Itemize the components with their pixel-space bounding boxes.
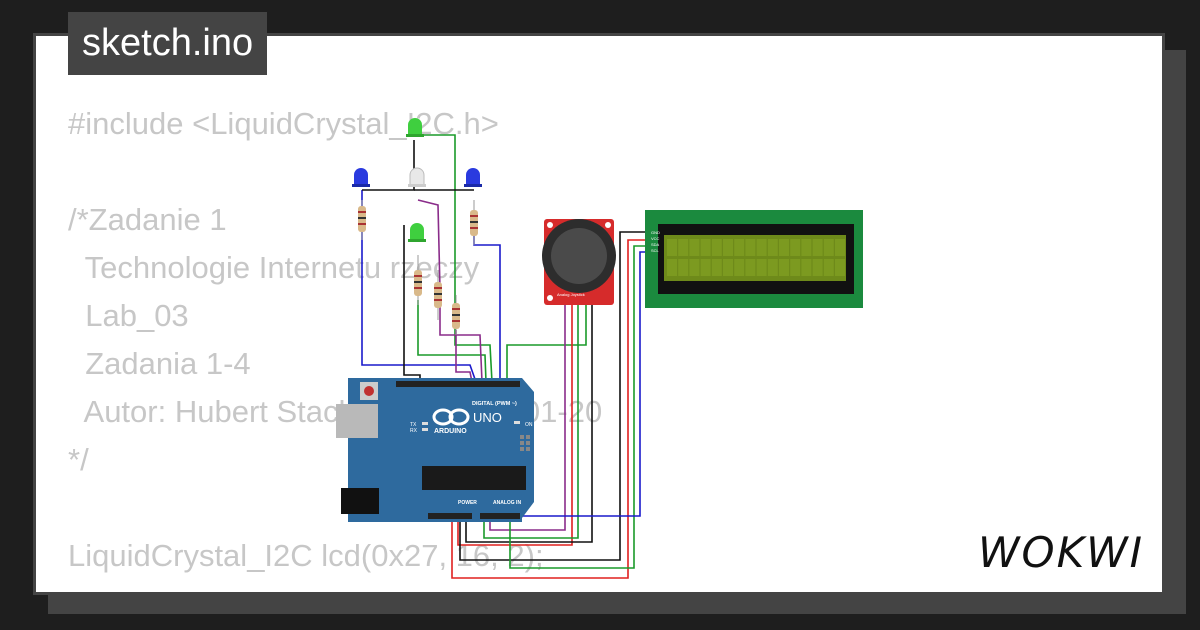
wire-joy-vcc <box>457 300 573 546</box>
lcd-cell <box>790 239 801 256</box>
mcu-chip <box>422 466 526 490</box>
power-header <box>428 513 472 519</box>
lcd-cell <box>812 259 823 276</box>
joystick-module[interactable]: Analog Joystick <box>542 219 616 305</box>
lcd-cell <box>734 259 745 276</box>
lcd-cell <box>835 239 845 256</box>
code-line: Zadania 1-4 <box>68 346 251 381</box>
power-label: POWER <box>458 500 477 506</box>
lcd-pin-label: GND <box>651 230 660 235</box>
resistors <box>358 200 478 335</box>
wire-purple-1 <box>417 199 483 383</box>
wires <box>361 134 650 579</box>
lcd-cell <box>678 239 689 256</box>
digital-header <box>396 381 520 387</box>
resistor-4 <box>434 270 442 320</box>
resistor-1 <box>358 200 366 240</box>
wire-lcd-vcc <box>451 239 650 579</box>
lcd-cell <box>801 259 812 276</box>
lcd-cell <box>678 259 689 276</box>
lcd-cell <box>823 239 834 256</box>
lcd-cell <box>823 259 834 276</box>
resistor-2 <box>470 200 478 245</box>
wire-joy-horz <box>489 300 566 531</box>
wokwi-logo-text: WOKWI <box>978 528 1144 577</box>
resistor-3 <box>414 255 422 305</box>
lcd-cell <box>801 239 812 256</box>
lcd-cell <box>667 239 677 256</box>
preview-card[interactable] <box>33 33 1165 595</box>
wire-green-top <box>420 134 493 383</box>
code-line: /*Zadanie 1 <box>68 202 227 237</box>
wire-joy-vert <box>483 300 579 539</box>
lcd-pin-label: VCC <box>651 236 660 241</box>
lcd-cell <box>700 239 711 256</box>
lcd-cell <box>779 239 789 256</box>
lcd-cell <box>734 239 745 256</box>
wire-lcd-sda <box>509 245 650 569</box>
wire-blue-left <box>361 190 477 383</box>
wire-black-1 <box>362 140 415 191</box>
lcd-cell <box>689 239 700 256</box>
led-white[interactable] <box>408 167 426 187</box>
lcd-cell <box>745 259 756 276</box>
lcd-cell <box>700 259 711 276</box>
lcd-cell <box>711 239 722 256</box>
power-jack <box>341 488 379 514</box>
lcd-cell <box>756 239 767 256</box>
code-line: Lab_03 <box>68 298 189 333</box>
lcd-cell <box>756 259 767 276</box>
code-line: LiquidCrystal_I2C lcd(0x27, 16, 2); <box>68 538 544 573</box>
led-green-top[interactable] <box>406 118 424 137</box>
arduino-logo-icon <box>432 408 470 426</box>
lcd-cell <box>767 259 778 276</box>
wire-lcd-gnd <box>459 231 650 561</box>
lcd-cell <box>723 239 733 256</box>
code-line: */ <box>68 442 89 477</box>
rx-label: RX <box>410 428 418 434</box>
on-label: ON <box>525 422 533 428</box>
resistor-5 <box>452 295 460 335</box>
lcd-cell <box>835 259 845 276</box>
lcd-cell <box>790 259 801 276</box>
wire-blue-right <box>473 235 501 382</box>
wire-joy-sel <box>506 300 587 382</box>
lcd-cell <box>779 259 789 276</box>
lcd-cell <box>767 239 778 256</box>
analog-label: ANALOG IN <box>493 500 521 506</box>
lcd-pin-label: SDA <box>651 242 660 247</box>
usb-port <box>336 404 378 438</box>
board-brand: ARDUINO <box>434 428 467 435</box>
lcd-cell <box>723 259 733 276</box>
led-green-lower[interactable] <box>408 223 426 242</box>
file-title-tab: sketch.ino <box>68 12 268 75</box>
wire-joy-gnd <box>465 300 593 543</box>
lcd-cell <box>745 239 756 256</box>
digital-label: DIGITAL (PWM ~) <box>472 401 517 407</box>
icsp-header <box>520 435 530 451</box>
led-blue-left[interactable] <box>352 168 370 187</box>
lcd-character-cells <box>667 239 845 276</box>
reset-button <box>364 386 374 396</box>
arduino-uno-board[interactable]: UNO ARDUINO DIGITAL (PWM ~) POWER ANALOG… <box>336 378 534 522</box>
lcd-cell <box>667 259 677 276</box>
lcd-cell <box>689 259 700 276</box>
analog-header <box>480 513 520 519</box>
wire-green-lower <box>417 300 487 383</box>
joystick-label: Analog Joystick <box>557 292 585 297</box>
lcd-cell <box>812 239 823 256</box>
lcd-pin-label: SCL <box>651 248 660 253</box>
board-model: UNO <box>473 410 502 425</box>
lcd-cell <box>711 259 722 276</box>
led-blue-right[interactable] <box>464 168 482 187</box>
tx-label: TX <box>410 422 417 428</box>
wire-purple-2 <box>455 330 473 383</box>
wokwi-logo: WOKWI <box>978 528 1144 577</box>
